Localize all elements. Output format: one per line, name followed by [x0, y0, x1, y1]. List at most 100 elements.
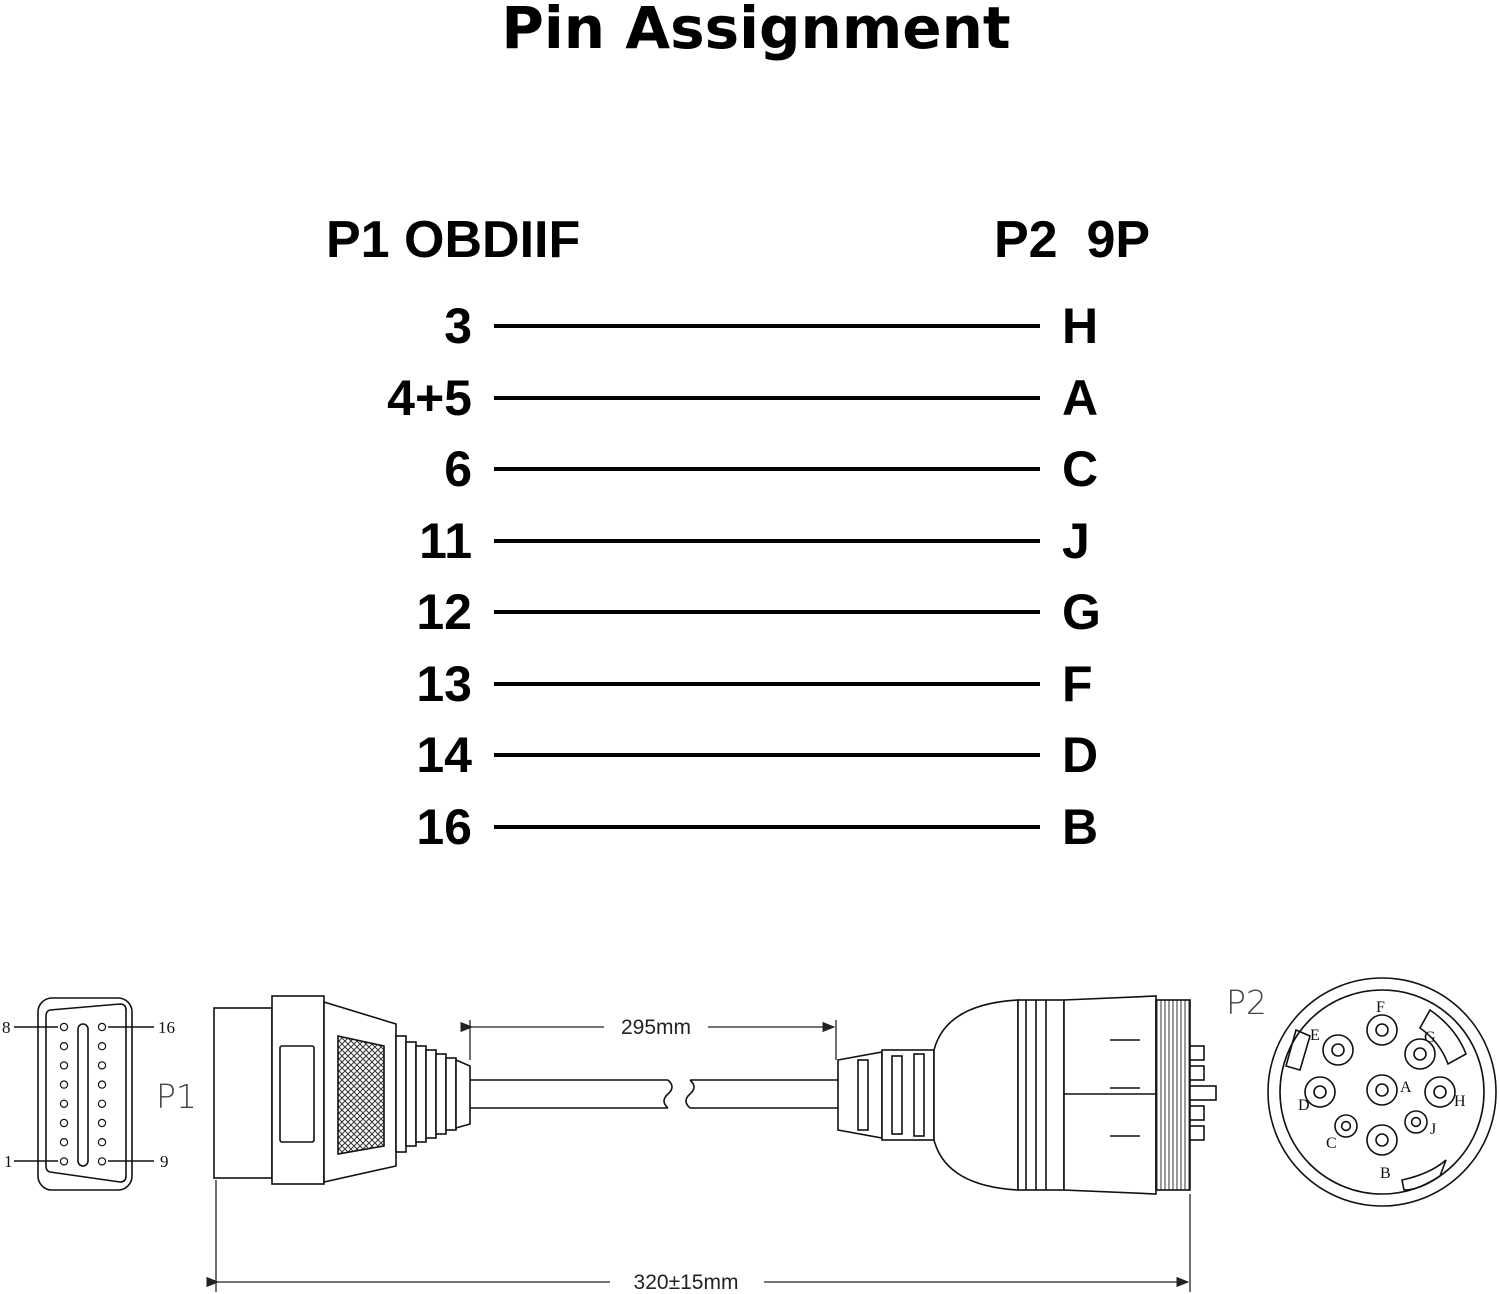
p2-pin: F	[1062, 656, 1093, 712]
strain-relief-6	[445, 1057, 457, 1131]
obd-pin-hole	[59, 1099, 69, 1109]
p2-label: P2	[1226, 983, 1267, 1022]
obd-face-inner	[45, 1003, 127, 1183]
obd-pin-hole	[59, 1157, 69, 1166]
p2-pin: A	[1062, 370, 1099, 426]
p1-header: P1 OBDIIF	[326, 211, 581, 269]
wire-line	[494, 610, 1040, 614]
obd-plug-nose	[213, 1007, 273, 1179]
obd-pin-hole	[97, 1061, 107, 1070]
strain-relief-tip	[455, 1058, 471, 1130]
p1-pin: 16	[416, 799, 472, 855]
cable	[470, 1079, 838, 1109]
face-key-right	[1418, 1008, 1467, 1066]
deutsch-pin-core	[1375, 1133, 1389, 1147]
p1-pin: 13	[416, 656, 472, 712]
cable-length-dimension	[460, 1020, 837, 1060]
deutsch-pin-core	[1410, 1116, 1422, 1128]
obd-pin1-label: 1	[4, 1152, 13, 1171]
face-inner-ring	[1279, 989, 1485, 1195]
pin-row: 13 F	[0, 654, 1500, 714]
pin-row: 4+5 A	[0, 368, 1500, 428]
p2-pin: J	[1062, 513, 1090, 569]
deutsch-pin-label: B	[1380, 1165, 1391, 1182]
strain-relief-2	[405, 1041, 417, 1147]
cable-length-label: 295mm	[621, 1016, 691, 1039]
cable-break-left	[663, 1079, 673, 1109]
obd-pin-hole	[97, 1137, 107, 1147]
p1-pin: 11	[419, 513, 472, 569]
p1-pin: 3	[444, 298, 472, 354]
wire-line	[494, 682, 1040, 686]
obd-pin9-label: 9	[160, 1152, 169, 1171]
strain-relief-1	[395, 1035, 407, 1153]
latch-5	[1189, 1125, 1205, 1141]
obd-pin-hole	[59, 1022, 69, 1032]
p2-pin: D	[1062, 727, 1099, 783]
wire-line	[494, 324, 1040, 328]
pin-row: 3 H	[0, 296, 1500, 356]
face-outer-ring	[1267, 977, 1497, 1207]
wire-line	[494, 396, 1040, 400]
deutsch-pin-hole	[1366, 1124, 1398, 1156]
obd-pin-holes	[59, 1022, 107, 1166]
deutsch-pin-hole	[1322, 1034, 1354, 1066]
obd-pin-hole	[97, 1080, 107, 1089]
boot-rib-3	[913, 1053, 925, 1137]
deutsch-pin-hole	[1304, 1076, 1336, 1108]
obd-pin-hole	[97, 1118, 107, 1128]
obd-grip-mesh	[337, 1035, 385, 1155]
deutsch-pin-hole	[1404, 1038, 1436, 1070]
deutsch-pin-hole	[1366, 1014, 1398, 1046]
knurled-ring	[1155, 999, 1191, 1191]
obd-connector-side	[213, 995, 471, 1185]
obd-pin-hole	[97, 1099, 107, 1109]
p1-pin: 14	[416, 727, 472, 783]
obd-connector-face	[14, 997, 154, 1191]
deutsch-body	[1063, 995, 1157, 1195]
wire-line	[494, 753, 1040, 757]
obd-pin-hole	[97, 1022, 107, 1032]
p1-pin: 4+5	[387, 370, 472, 426]
deutsch-pin-core	[1340, 1120, 1352, 1132]
deutsch-band	[1017, 999, 1065, 1191]
p2-pin: G	[1062, 584, 1101, 640]
face-key-left	[1285, 1028, 1311, 1071]
obd-center-slot	[77, 1023, 89, 1167]
deutsch-pin-label: F	[1376, 999, 1385, 1016]
deutsch-pin-label: E	[1310, 1027, 1320, 1044]
deutsch-pin-label: C	[1326, 1135, 1337, 1152]
deutsch-pin-label: G	[1424, 1029, 1436, 1046]
pin-row: 11 J	[0, 511, 1500, 571]
obd-plug-window	[279, 1045, 315, 1143]
total-length-label: 320±15mm	[634, 1271, 739, 1294]
cable-drawing: 8 16 1 9 P1 295mm	[2, 977, 1497, 1294]
boot-tip	[837, 1051, 883, 1139]
boot-rib-2	[891, 1055, 903, 1135]
pin-row: 6 C	[0, 439, 1500, 499]
strain-relief-5	[435, 1053, 447, 1135]
obd-pin-hole	[59, 1061, 69, 1070]
face-key-bottom	[1401, 1159, 1447, 1191]
p1-label: P1	[156, 1077, 197, 1116]
obd-pin8-label: 8	[2, 1018, 11, 1037]
p1-pin: 12	[416, 584, 472, 640]
deutsch-pin-hole	[1366, 1074, 1398, 1106]
deutsch-pin-core	[1375, 1083, 1389, 1097]
latch-4	[1189, 1105, 1205, 1121]
obd-pin-hole	[97, 1157, 107, 1166]
obd-pin-hole	[59, 1080, 69, 1089]
deutsch-pin-core	[1375, 1023, 1389, 1037]
pin-row: 14 D	[0, 725, 1500, 785]
p2-pin: C	[1062, 441, 1099, 497]
deutsch-pin-label: H	[1454, 1093, 1466, 1110]
deutsch-pin-hole	[1424, 1076, 1456, 1108]
page-title: Pin Assignment	[501, 0, 1011, 62]
pin-row: 16 B	[0, 797, 1500, 857]
deutsch-connector-side	[837, 995, 1217, 1195]
deutsch-pin-hole	[1334, 1114, 1358, 1138]
obd-pin-hole	[59, 1041, 69, 1051]
deutsch-pin-label: A	[1400, 1079, 1412, 1096]
